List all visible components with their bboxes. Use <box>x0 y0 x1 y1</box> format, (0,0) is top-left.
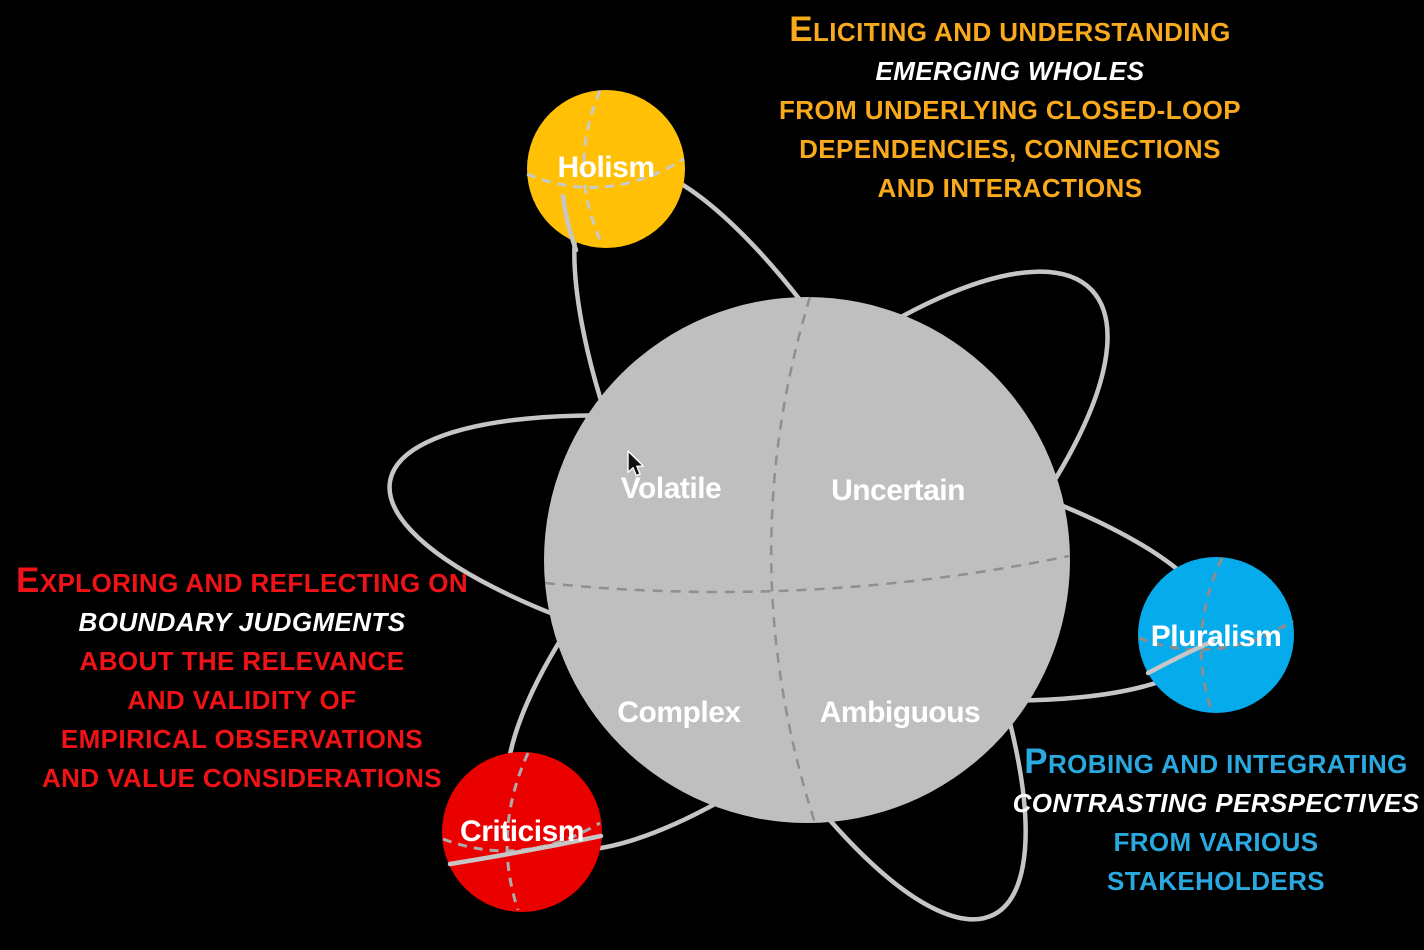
annotation-pluralism-line1: PROBING AND INTEGRATING <box>990 742 1424 784</box>
orbit-front-pluralism <box>1145 638 1216 676</box>
annotation-pluralism-line3: FROM VARIOUS <box>1113 827 1319 857</box>
annotation-holism-line5: AND INTERACTIONS <box>877 173 1143 203</box>
central-meridian-dash <box>770 296 817 824</box>
annotation-holism: ELICITING AND UNDERSTANDING EMERGING WHO… <box>700 10 1320 208</box>
annotation-holism-lead: E <box>789 10 814 49</box>
annotation-holism-line4: DEPENDENCIES, CONNECTIONS <box>799 134 1221 164</box>
annotation-criticism: EXPLORING AND REFLECTING ON BOUNDARY JUD… <box>0 561 484 798</box>
pluralism-sphere <box>1138 557 1294 713</box>
annotation-criticism-lead: E <box>15 561 40 600</box>
holism-equator-dash <box>526 157 685 189</box>
label-pluralism: Pluralism <box>1151 620 1282 653</box>
label-criticism: Criticism <box>460 815 584 848</box>
label-uncertain: Uncertain <box>831 474 965 507</box>
criticism-sphere-body <box>442 752 602 912</box>
annotation-criticism-line1: EXPLORING AND REFLECTING ON <box>0 561 484 603</box>
annotation-pluralism-line1-rest: ROBING AND INTEGRATING <box>1047 749 1408 779</box>
annotation-criticism-line1-rest: XPLORING AND REFLECTING ON <box>39 568 469 598</box>
central-equator-dash <box>544 554 1070 594</box>
pluralism-meridian-dash <box>1199 557 1224 713</box>
label-ambiguous: Ambiguous <box>820 696 981 729</box>
annotation-pluralism-lead: P <box>1024 742 1048 781</box>
mouse-cursor-icon <box>627 450 644 477</box>
annotation-holism-line1-rest: LICITING AND UNDERSTANDING <box>813 17 1231 47</box>
annotation-holism-line2: EMERGING WHOLES <box>875 56 1145 86</box>
orbit-front-holism <box>560 193 579 253</box>
criticism-meridian-dash <box>505 752 530 911</box>
annotation-pluralism-line4: STAKEHOLDERS <box>1106 866 1326 896</box>
central-sphere-body <box>544 297 1070 823</box>
annotation-criticism-line5: EMPIRICAL OBSERVATIONS <box>60 724 424 754</box>
annotation-pluralism: PROBING AND INTEGRATING CONTRASTING PERS… <box>990 742 1424 901</box>
annotation-criticism-line2: BOUNDARY JUDGMENTS <box>78 607 406 637</box>
orbit-front-segments <box>447 193 1216 867</box>
label-volatile: Volatile <box>621 472 721 505</box>
sphere-labels: Volatile Uncertain Complex Ambiguous Hol… <box>460 151 1282 848</box>
central-sphere <box>544 296 1070 824</box>
pluralism-equator-dash <box>1138 619 1294 652</box>
annotation-criticism-line4: AND VALIDITY OF <box>127 685 357 715</box>
annotation-criticism-line3: ABOUT THE RELEVANCE <box>79 646 405 676</box>
pluralism-sphere-body <box>1138 557 1294 713</box>
annotation-pluralism-line2: CONTRASTING PERSPECTIVES <box>1012 788 1420 818</box>
label-holism: Holism <box>557 151 654 184</box>
holism-meridian-dash <box>582 90 605 247</box>
orbit-front-criticism <box>447 833 604 867</box>
annotation-criticism-line6: AND VALUE CONSIDERATIONS <box>41 763 443 793</box>
annotation-holism-line1: ELICITING AND UNDERSTANDING <box>700 10 1320 52</box>
annotation-holism-line3: FROM UNDERLYING CLOSED-LOOP <box>779 95 1241 125</box>
label-complex: Complex <box>617 696 741 729</box>
